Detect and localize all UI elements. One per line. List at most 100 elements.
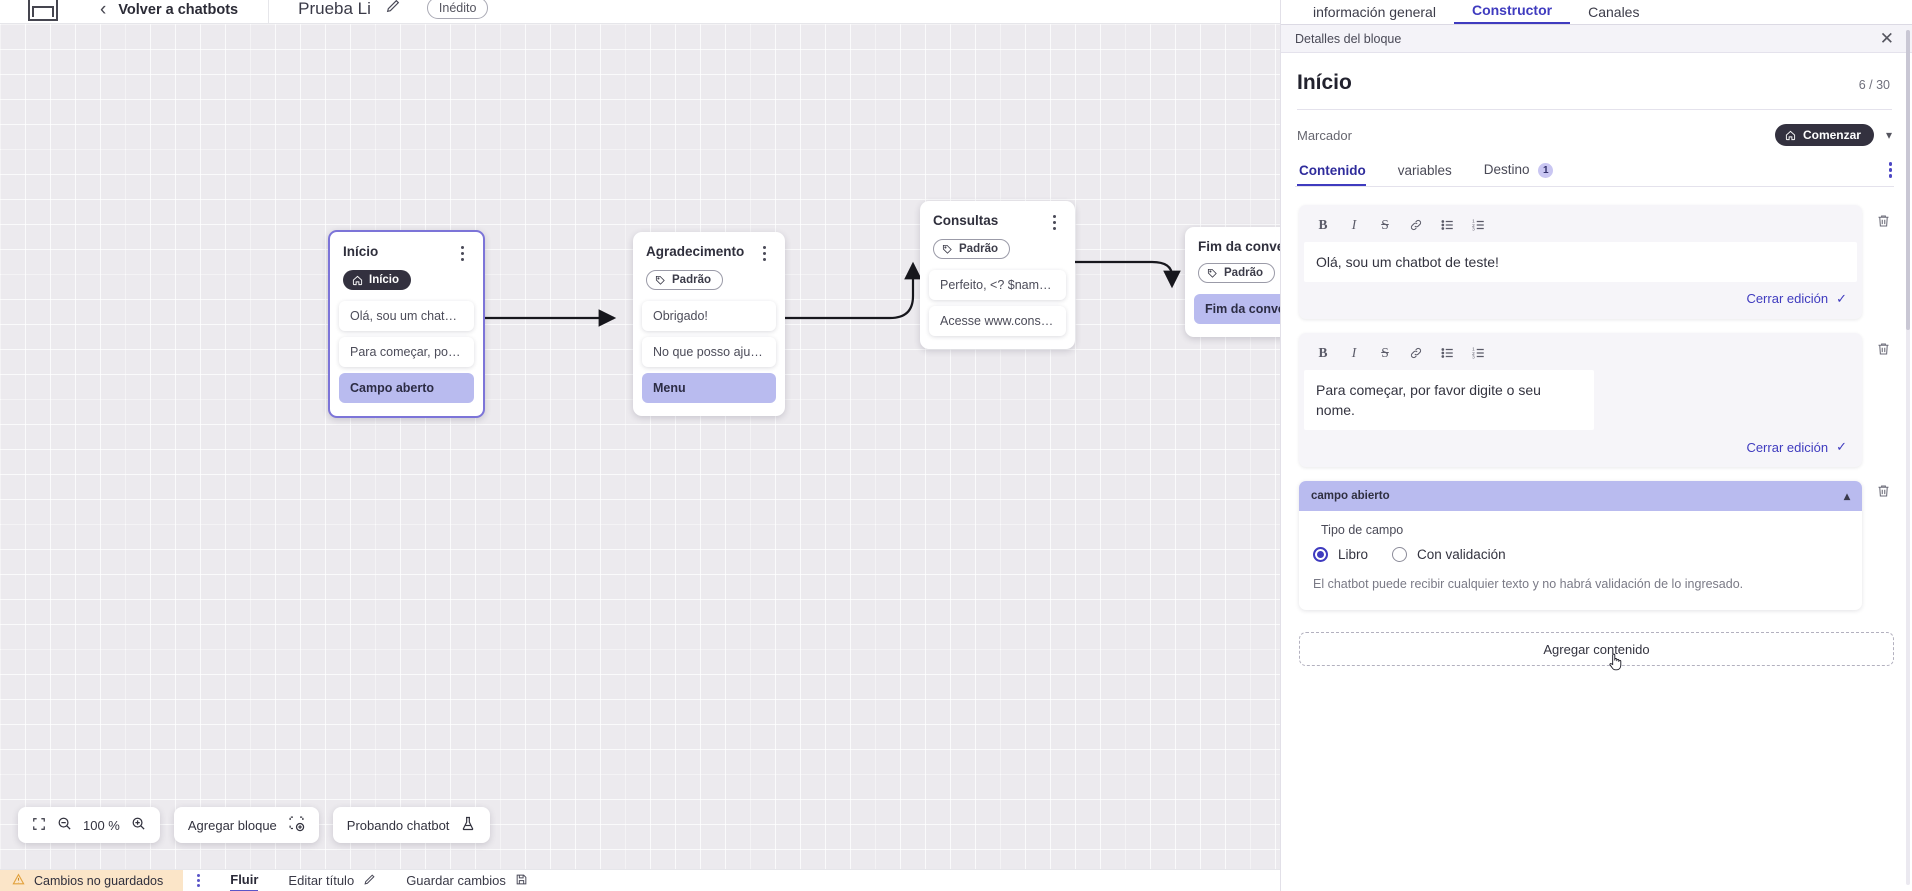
content-tabs: Contenido variables Destino 1	[1295, 146, 1894, 187]
add-content-button[interactable]: Agregar contenido	[1299, 632, 1894, 671]
radio-libro[interactable]	[1313, 547, 1328, 563]
edit-title-button[interactable]: Editar título	[288, 870, 376, 891]
radio-libro-label: Libro	[1338, 547, 1369, 563]
italic-icon[interactable]: I	[1351, 344, 1357, 360]
node-chip[interactable]: Menu	[642, 372, 776, 403]
bullet-list-icon[interactable]	[1434, 214, 1460, 236]
status-badge: Inédito	[426, 0, 489, 19]
kebab-menu-icon[interactable]	[1888, 162, 1892, 186]
tab-fluir-label: Fluir	[230, 872, 259, 887]
pencil-icon	[363, 873, 376, 889]
node-badge-row: Padrão	[920, 230, 1075, 268]
node-chip[interactable]: Campo aberto	[339, 372, 474, 403]
node-badge-row: Padrão	[633, 261, 785, 299]
node-badge-label: Padrão	[959, 243, 998, 255]
tab-contenido-label: Contenido	[1299, 162, 1366, 178]
test-chatbot-button[interactable]: Probando chatbot	[332, 807, 491, 843]
marcador-badge[interactable]: Comenzar	[1774, 124, 1874, 146]
editor-text-1[interactable]: Para começar, por favor digite o seu nom…	[1304, 369, 1594, 431]
chevron-up-icon[interactable]: ▴	[1843, 489, 1850, 504]
chevron-left-icon[interactable]: ‹	[100, 0, 107, 20]
zoom-out-icon[interactable]	[57, 816, 72, 834]
tab-informacion-general[interactable]: información general	[1313, 4, 1436, 20]
flow-node-inicio[interactable]: Início Início Olá, sou um chatbot de tes…	[328, 230, 485, 418]
node-chip-list: Olá, sou um chatbot de teste! Para começ…	[330, 299, 483, 403]
marcador-label: Marcador	[1297, 127, 1352, 143]
node-chip[interactable]: Acesse www.consultas.com par...	[929, 305, 1066, 336]
save-changes-button[interactable]: Guardar cambios	[406, 870, 528, 891]
svg-text:2: 2	[1472, 222, 1475, 227]
trash-icon[interactable]	[1872, 205, 1894, 233]
open-field-header[interactable]: campo abierto ▴	[1299, 481, 1862, 512]
node-header: Agradecimento	[633, 232, 785, 261]
save-disk-icon	[515, 873, 528, 889]
tab-destino[interactable]: Destino 1	[1482, 162, 1570, 185]
link-icon[interactable]	[1403, 214, 1429, 236]
tab-canales[interactable]: Canales	[1588, 4, 1640, 20]
check-icon[interactable]: ✓	[1836, 290, 1847, 306]
chevron-down-icon[interactable]: ▾	[1885, 128, 1892, 142]
add-block-button[interactable]: Agregar bloque	[173, 807, 319, 843]
kebab-menu-icon[interactable]	[1046, 213, 1062, 230]
link-icon[interactable]	[1403, 342, 1429, 364]
strikethrough-icon[interactable]: S	[1381, 344, 1389, 360]
trash-icon[interactable]	[1872, 481, 1894, 503]
pencil-icon[interactable]	[385, 0, 401, 19]
tab-variables[interactable]: variables	[1396, 163, 1468, 185]
add-block-icon	[288, 815, 305, 835]
node-chip[interactable]: Obrigado!	[642, 300, 776, 331]
tab-destino-label: Destino	[1483, 162, 1530, 178]
block-name: Início	[1297, 71, 1352, 94]
editor-text-0[interactable]: Olá, sou um chatbot de teste!	[1304, 241, 1857, 282]
kebab-menu-icon[interactable]	[197, 874, 201, 887]
panel-header-title: Detalles del bloque	[1295, 31, 1402, 46]
radio-con-validacion-label: Con validación	[1417, 547, 1506, 563]
node-badge-label: Padrão	[1224, 267, 1263, 279]
node-chip[interactable]: No que posso ajudar, <? $name ...	[642, 336, 776, 367]
bold-icon[interactable]: B	[1318, 344, 1328, 360]
open-field-card: campo abierto ▴ Tipo de campo Libro Con …	[1299, 481, 1862, 611]
bold-icon[interactable]: B	[1318, 216, 1328, 232]
flow-node-agradecimento[interactable]: Agradecimento Padrão Obrigado! No que po…	[633, 232, 785, 416]
close-edit-button-1[interactable]: Cerrar edición	[1746, 439, 1829, 455]
editor-footer: Cerrar edición ✓	[1304, 430, 1857, 462]
node-chip[interactable]: Olá, sou um chatbot de teste!	[339, 300, 474, 331]
tab-fluir[interactable]: Fluir	[230, 870, 259, 891]
field-type-label: Tipo de campo	[1321, 523, 1404, 538]
node-chip[interactable]: Perfeito, <? $name ?>!	[929, 269, 1066, 300]
svg-text:2: 2	[1472, 351, 1475, 356]
bottom-status-bar: Cambios no guardados Fluir Editar título…	[0, 869, 1560, 891]
check-icon[interactable]: ✓	[1836, 439, 1847, 455]
tab-contenido[interactable]: Contenido	[1297, 162, 1382, 186]
fit-screen-icon[interactable]	[32, 817, 46, 834]
node-header: Consultas	[920, 201, 1075, 230]
node-badge: Padrão	[646, 270, 723, 290]
zoom-in-icon[interactable]	[131, 816, 146, 834]
kebab-menu-icon[interactable]	[756, 244, 772, 261]
node-chip-list: Obrigado! No que posso ajudar, <? $name …	[633, 299, 785, 403]
panel-scrollbar-thumb[interactable]	[1906, 30, 1910, 330]
marcador-row: Marcador Comenzar ▾	[1295, 110, 1894, 146]
strikethrough-icon[interactable]: S	[1381, 216, 1389, 232]
node-chip[interactable]: Para começar, por favor digite o ...	[339, 336, 474, 367]
node-header: Início	[330, 232, 483, 261]
radio-con-validacion[interactable]	[1392, 547, 1408, 563]
bullet-list-icon[interactable]	[1434, 342, 1460, 364]
kebab-menu-icon[interactable]	[454, 244, 470, 261]
app-logo-icon[interactable]	[28, 0, 58, 21]
flow-node-consultas[interactable]: Consultas Padrão Perfeito, <? $name ?>! …	[920, 201, 1075, 349]
trash-icon[interactable]	[1872, 333, 1894, 361]
tab-constructor[interactable]: Constructor	[1453, 2, 1571, 24]
pointer-cursor-icon	[1608, 653, 1624, 676]
close-icon[interactable]: ✕	[1879, 29, 1894, 48]
app-logo-inner	[32, 5, 54, 17]
panel-scrollbar-track[interactable]	[1906, 30, 1910, 885]
back-to-chatbots-link[interactable]: Volver a chatbots	[118, 1, 239, 18]
italic-icon[interactable]: I	[1351, 216, 1357, 232]
close-edit-button-0[interactable]: Cerrar edición	[1746, 291, 1829, 307]
tag-icon	[1207, 268, 1217, 278]
